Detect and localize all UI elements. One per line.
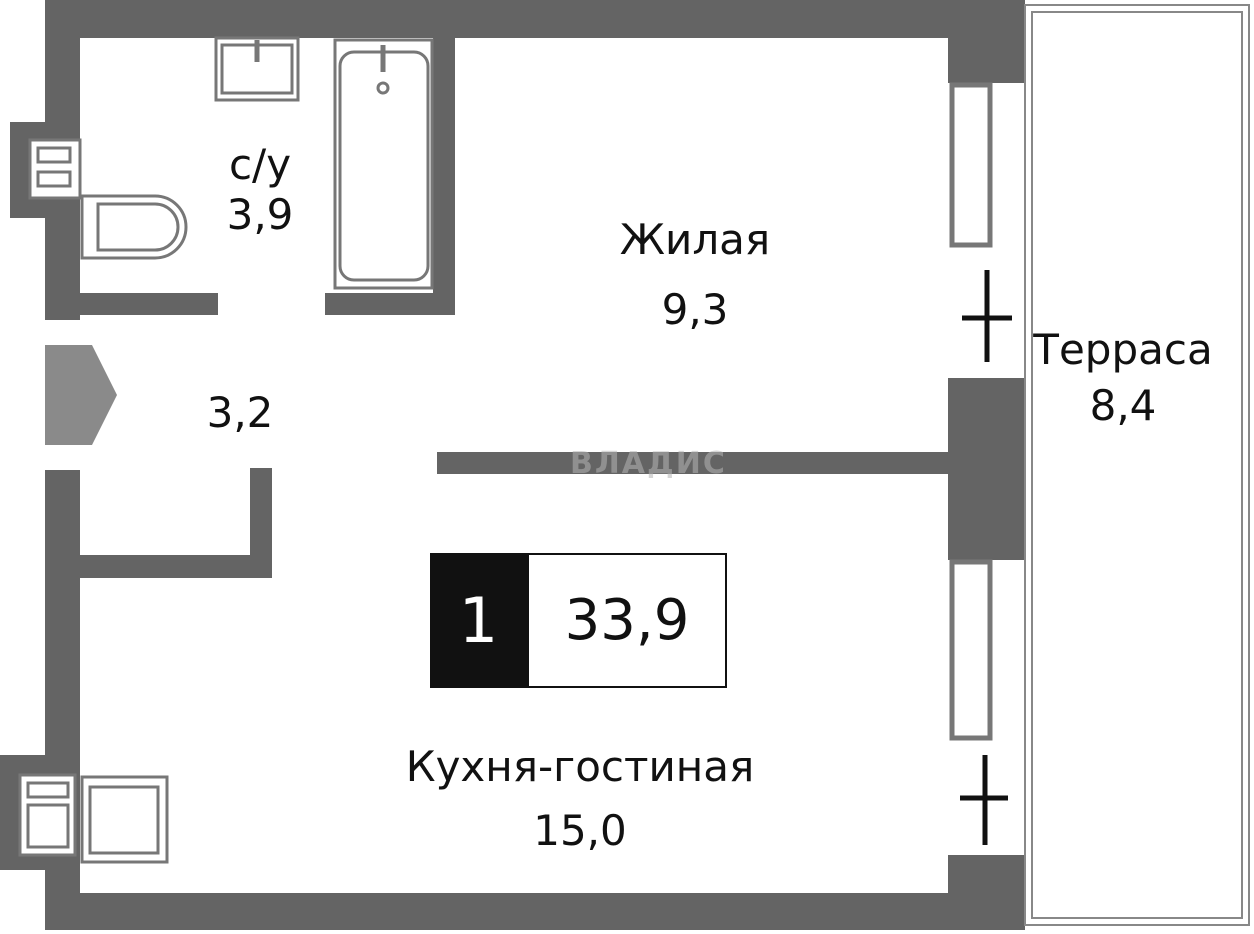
room-area: 3,2 [206,388,274,437]
bathroom-wall-left [80,293,218,315]
room-name: с/у [228,140,292,189]
room-area: 9,3 [661,285,729,334]
room-area: 8,4 [1089,381,1157,430]
terrace-label: Терраса 8,4 [1033,322,1212,434]
living-room-label: Жилая 9,3 [620,205,770,345]
right-pillar [948,378,1025,560]
terrace-door-living [962,270,1012,362]
kitchen-sink-basin [88,785,160,855]
hall-wall-horizontal [80,555,272,578]
right-wall-top [948,38,1025,83]
window-kitchen [949,559,993,741]
room-name: Кухня-гостиная [405,742,755,791]
bathroom-label: с/у 3,9 [227,140,294,240]
bathroom-partition [433,38,455,315]
entrance-arrow-icon [45,345,117,445]
bathtub-drain [376,81,390,95]
kitchen-vent-slot [26,781,70,799]
bathroom-wall-right [325,293,455,315]
bottom-wall [45,893,1025,930]
interior-wall [437,452,948,474]
window-living [949,82,993,248]
toilet-bowl [96,202,180,252]
fixtures [18,36,434,864]
vent-slot [36,170,72,188]
stove-icon [26,803,70,849]
terrace-door-kitchen [960,755,1008,845]
room-area: 15,0 [533,806,627,855]
hall-label: 3,2 [207,388,274,438]
room-area: 3,9 [226,190,294,239]
vent-slot [36,146,72,164]
terrace-inner-outline [1031,11,1243,919]
top-wall [45,0,1025,38]
total-area-badge: 33,9 [527,553,727,688]
hall-wall [250,468,272,578]
terrace-outline [1024,4,1250,926]
room-name: Жилая [619,215,771,264]
room-name: Терраса [1033,325,1213,374]
watermark: ВЛАДИС [570,446,727,481]
kitchen-label: Кухня-гостиная 15,0 [406,735,755,863]
room-count-badge: 1 [430,553,527,688]
